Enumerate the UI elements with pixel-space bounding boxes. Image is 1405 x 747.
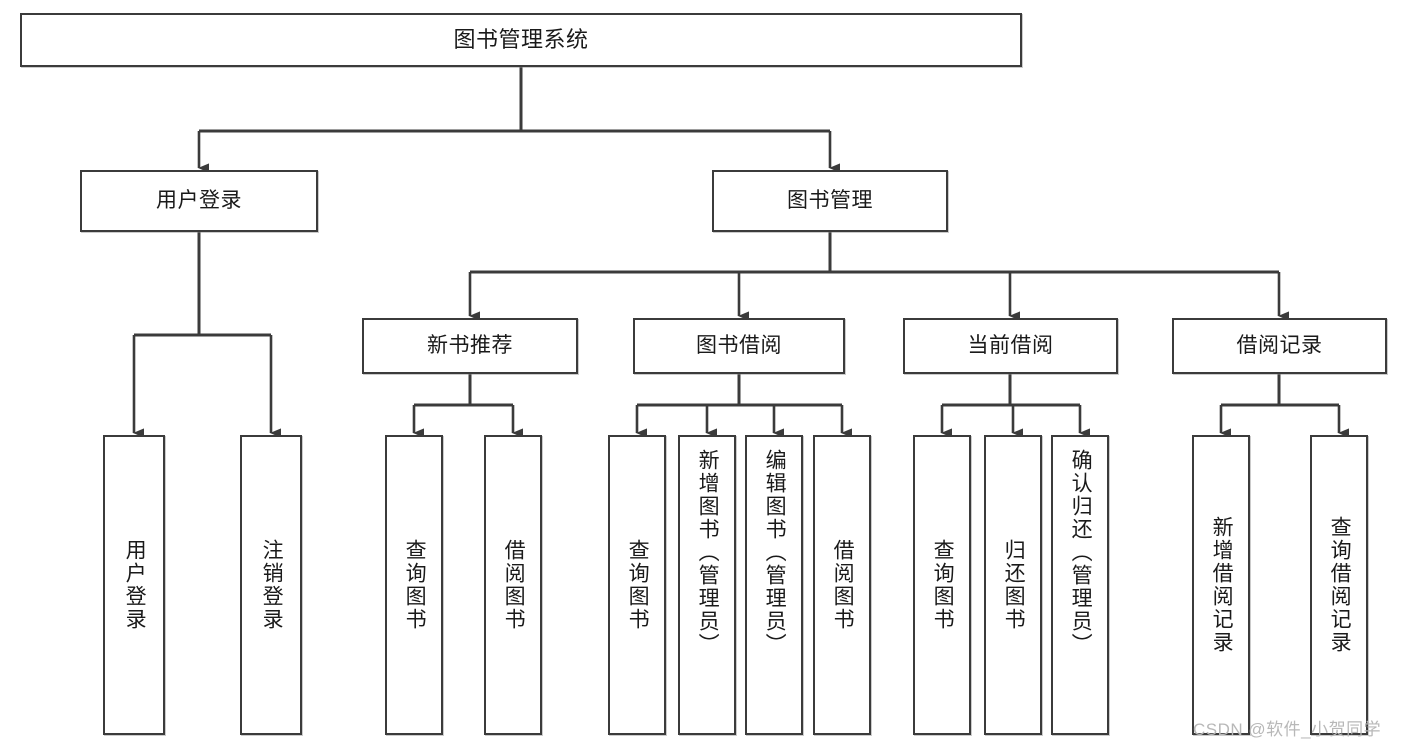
node-leaf-9[interactable]: 归还图书 xyxy=(984,435,1042,735)
node-root[interactable]: 图书管理系统 xyxy=(20,13,1022,67)
node-level2-1-label: 图书管理 xyxy=(787,189,873,213)
node-leaf-12[interactable]: 查询借阅记录 xyxy=(1310,435,1368,735)
node-leaf-1[interactable]: 注销登录 xyxy=(240,435,302,735)
node-leaf-10-label: 确认归还（管理员） xyxy=(1069,449,1093,656)
node-leaf-5[interactable]: 新增图书（管理员） xyxy=(678,435,736,735)
node-leaf-3[interactable]: 借阅图书 xyxy=(484,435,542,735)
node-leaf-12-label: 查询借阅记录 xyxy=(1328,516,1352,654)
node-leaf-8-label: 查询图书 xyxy=(931,539,955,631)
node-root-label: 图书管理系统 xyxy=(453,26,589,52)
node-leaf-10[interactable]: 确认归还（管理员） xyxy=(1051,435,1109,735)
node-leaf-3-label: 借阅图书 xyxy=(502,539,526,631)
node-leaf-2-label: 查询图书 xyxy=(403,539,427,631)
node-leaf-1-label: 注销登录 xyxy=(260,539,284,631)
node-leaf-7-label: 借阅图书 xyxy=(831,539,855,631)
node-level3-3[interactable]: 借阅记录 xyxy=(1172,318,1387,374)
node-leaf-4[interactable]: 查询图书 xyxy=(608,435,666,735)
node-level3-3-label: 借阅记录 xyxy=(1236,334,1323,358)
node-leaf-6-label: 编辑图书（管理员） xyxy=(763,449,787,656)
node-level3-1[interactable]: 图书借阅 xyxy=(633,318,845,374)
node-leaf-11-label: 新增借阅记录 xyxy=(1210,516,1234,654)
node-level2-1[interactable]: 图书管理 xyxy=(712,170,948,232)
node-leaf-4-label: 查询图书 xyxy=(626,539,650,631)
node-leaf-0-label: 用户登录 xyxy=(123,539,147,631)
node-level3-0-label: 新书推荐 xyxy=(427,334,513,358)
node-leaf-7[interactable]: 借阅图书 xyxy=(813,435,871,735)
node-level2-0-label: 用户登录 xyxy=(156,189,242,213)
node-leaf-0[interactable]: 用户登录 xyxy=(103,435,165,735)
node-leaf-11[interactable]: 新增借阅记录 xyxy=(1192,435,1250,735)
node-level3-2-label: 当前借阅 xyxy=(967,334,1054,358)
node-leaf-8[interactable]: 查询图书 xyxy=(913,435,971,735)
node-level3-1-label: 图书借阅 xyxy=(696,334,782,358)
csdn-watermark: CSDN @软件_小贺同学 xyxy=(1193,720,1382,739)
node-level2-0[interactable]: 用户登录 xyxy=(80,170,318,232)
node-leaf-5-label: 新增图书（管理员） xyxy=(696,449,720,656)
node-level3-0[interactable]: 新书推荐 xyxy=(362,318,578,374)
node-leaf-6[interactable]: 编辑图书（管理员） xyxy=(745,435,803,735)
node-level3-2[interactable]: 当前借阅 xyxy=(903,318,1118,374)
node-leaf-2[interactable]: 查询图书 xyxy=(385,435,443,735)
node-leaf-9-label: 归还图书 xyxy=(1002,539,1026,631)
